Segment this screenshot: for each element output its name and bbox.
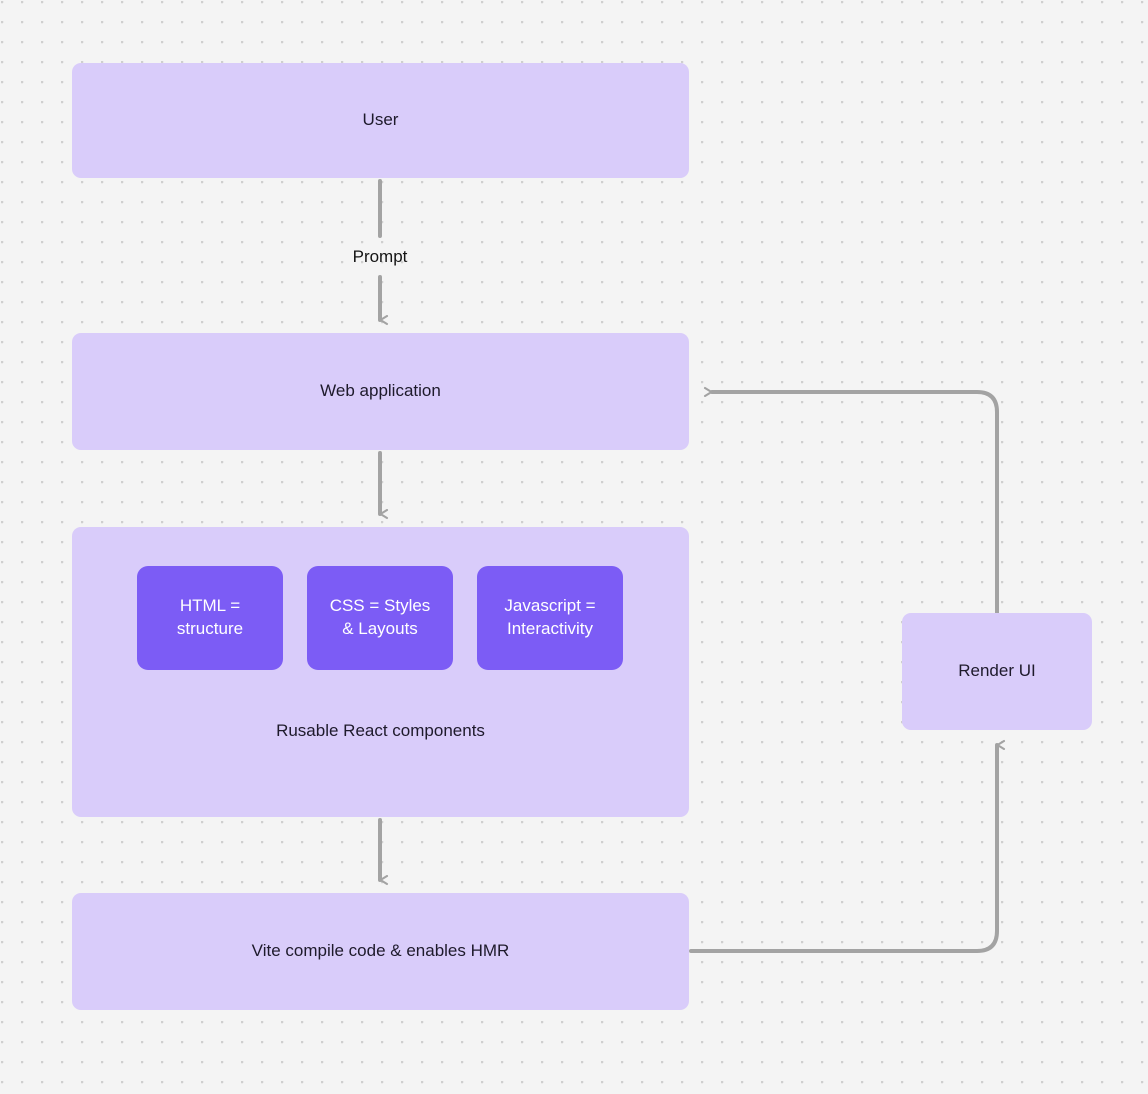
node-reusable-react-components-label: Rusable React components — [276, 721, 485, 740]
chip-html-label: HTML = structure — [176, 596, 244, 638]
edge-vite-to-render — [689, 745, 997, 953]
node-web-application[interactable]: Web application — [72, 333, 689, 450]
chip-css-label: CSS = Styles & Layouts — [329, 596, 431, 638]
node-reusable-react-components[interactable]: HTML = structure CSS = Styles & Layouts … — [72, 527, 689, 817]
chip-javascript[interactable]: Javascript = Interactivity — [477, 566, 623, 670]
node-user[interactable]: User — [72, 63, 689, 178]
node-user-label: User — [362, 110, 399, 130]
chip-css[interactable]: CSS = Styles & Layouts — [307, 566, 453, 670]
node-render-ui-label: Render UI — [958, 661, 1036, 681]
chip-javascript-label: Javascript = Interactivity — [504, 596, 596, 638]
node-render-ui[interactable]: Render UI — [902, 613, 1092, 730]
chip-html[interactable]: HTML = structure — [137, 566, 283, 670]
edge-label-prompt: Prompt — [352, 247, 408, 266]
edge-render-to-webapp — [712, 392, 999, 615]
node-web-application-label: Web application — [320, 381, 441, 401]
node-vite-compile-label: Vite compile code & enables HMR — [251, 941, 510, 961]
node-vite-compile[interactable]: Vite compile code & enables HMR — [72, 893, 689, 1010]
